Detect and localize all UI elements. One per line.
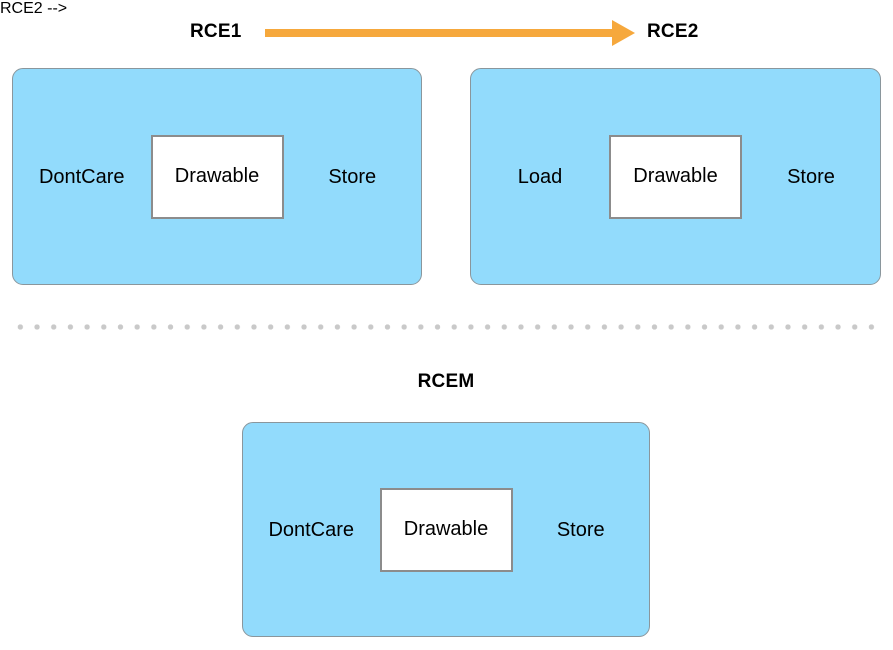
rcem-drawable-label: Drawable xyxy=(403,518,489,540)
transition-arrow-icon xyxy=(265,20,635,46)
rce1-title: RCE1 xyxy=(190,21,242,42)
rce2-title: RCE2 xyxy=(647,21,699,42)
rce1-store-action-label: Store xyxy=(328,165,377,188)
rcem-drawable-attachment: Drawable xyxy=(379,487,513,572)
rce1-drawable-attachment: Drawable xyxy=(150,134,284,219)
rcem-load-action-label: DontCare xyxy=(268,518,355,541)
rce2-drawable-attachment: Drawable xyxy=(609,134,742,219)
dotted-separator xyxy=(12,324,880,330)
rcem-store-action-label: Store xyxy=(556,518,605,541)
rce2-drawable-label: Drawable xyxy=(633,165,718,187)
render-pass-rcem: DontCare Drawable Store xyxy=(242,422,650,637)
rce2-load-action-label: Load xyxy=(517,165,563,188)
rce2-store-action-label: Store xyxy=(787,165,835,188)
render-pass-rce1: DontCare Drawable Store xyxy=(12,68,422,285)
rce1-load-action-label: DontCare xyxy=(38,165,125,188)
rce1-drawable-label: Drawable xyxy=(174,165,260,187)
rcem-title: RCEM xyxy=(417,371,475,392)
render-pass-rce2: Load Drawable Store xyxy=(470,68,881,285)
